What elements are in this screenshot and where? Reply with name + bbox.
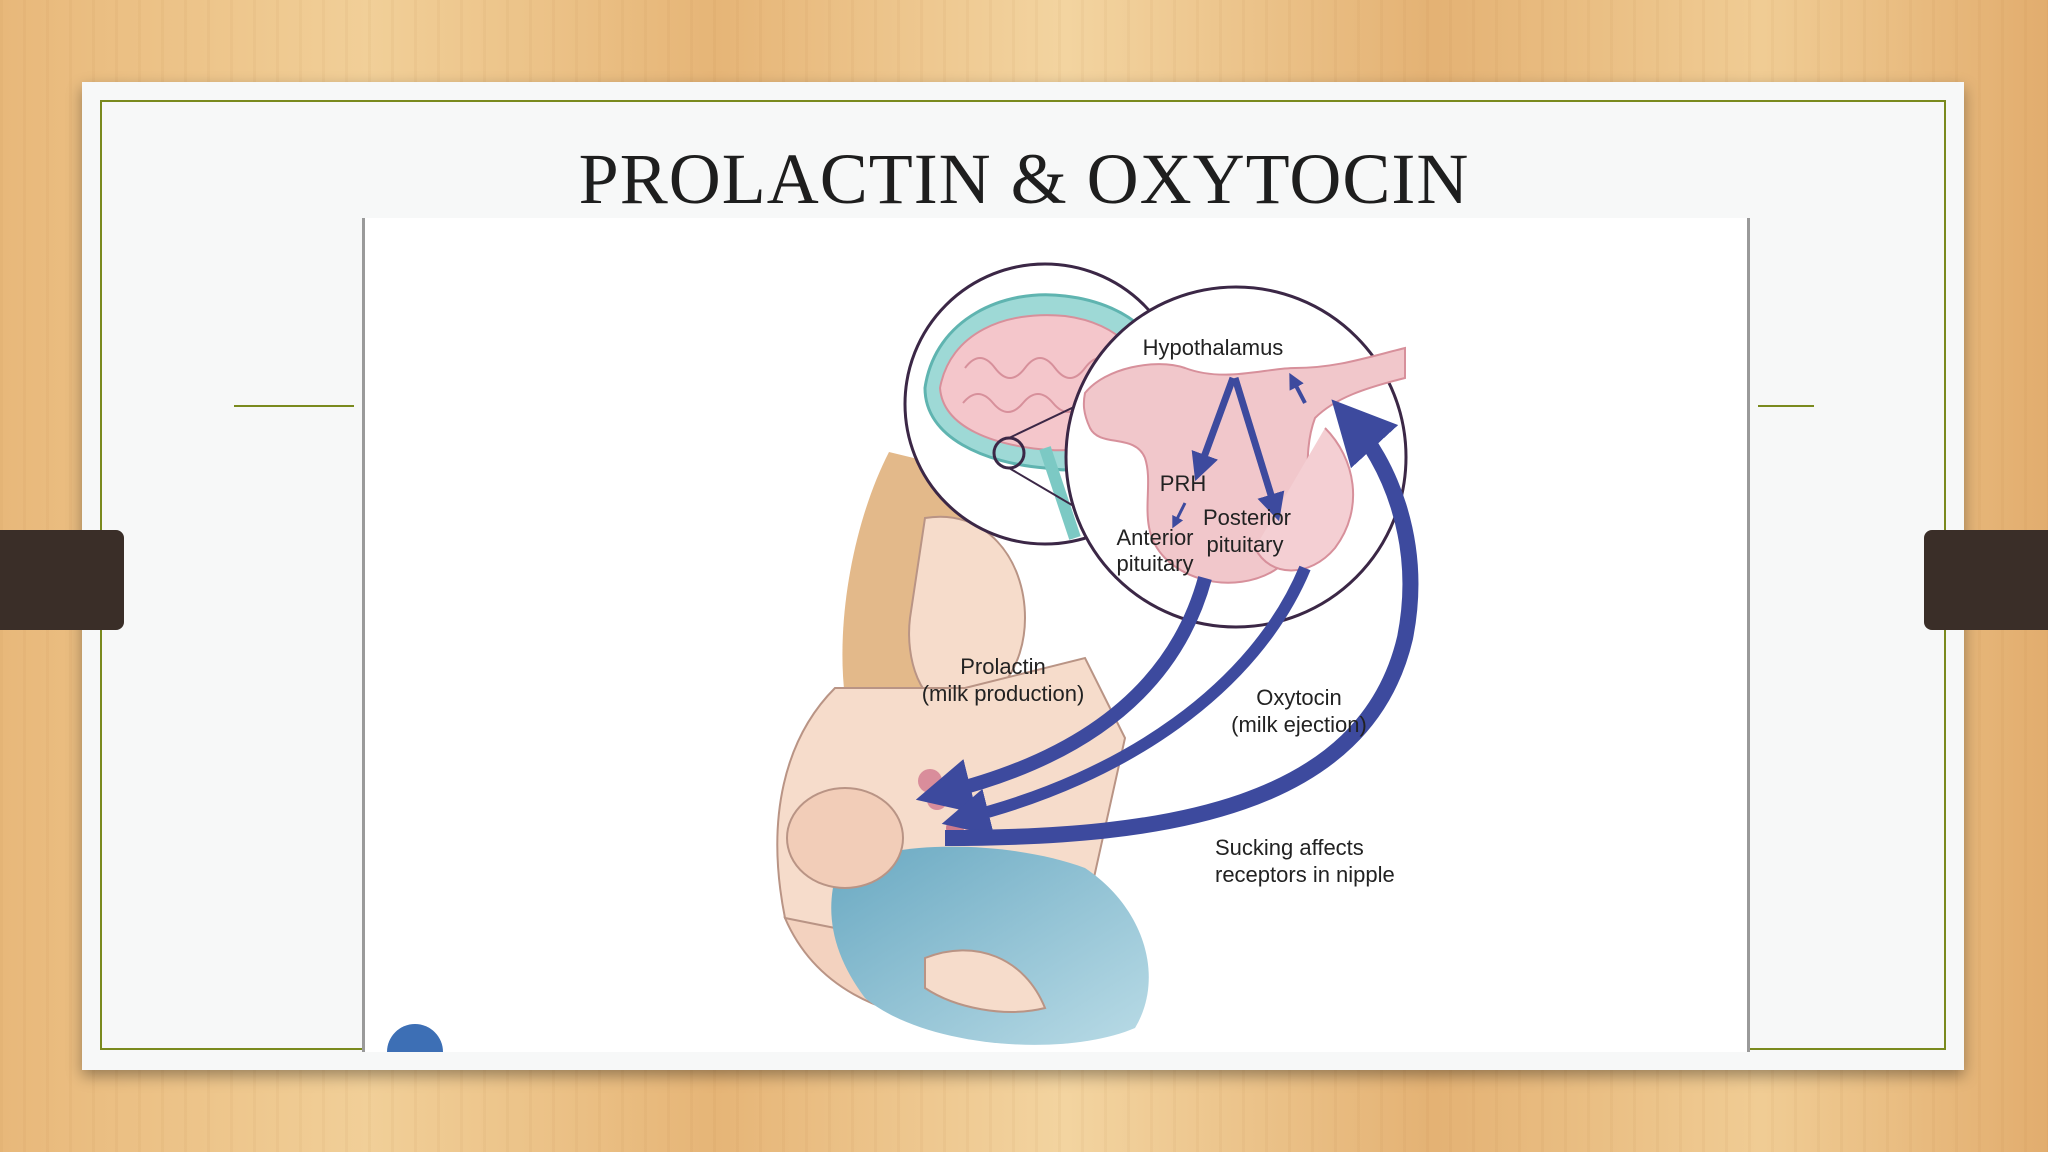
label-sucking-1: Sucking affects [1215,835,1364,860]
left-accent-line [234,405,354,407]
left-binder-tab [0,530,124,630]
label-posterior-2: pituitary [1206,532,1283,557]
label-posterior-1: Posterior [1203,505,1291,530]
hormone-diagram: Hypothalamus PRH Anterior pituitary Post… [387,262,1419,1052]
mother-hand [924,949,1047,1013]
corner-badge [387,1024,443,1052]
label-anterior-1: Anterior [1116,525,1193,550]
label-prh: PRH [1160,471,1206,496]
baby-figure [786,787,1149,1045]
right-accent-line [1758,405,1814,407]
label-hypothalamus: Hypothalamus [1143,335,1284,360]
label-oxytocin-1: Oxytocin [1256,685,1342,710]
label-anterior-2: pituitary [1116,551,1193,576]
baby-head [786,787,904,889]
right-binder-tab [1924,530,2048,630]
label-sucking-2: receptors in nipple [1215,862,1395,887]
diagram-panel: Hypothalamus PRH Anterior pituitary Post… [362,218,1750,1052]
pituitary-inset [1064,285,1408,629]
label-prolactin-2: (milk production) [922,681,1085,706]
label-oxytocin-2: (milk ejection) [1231,712,1367,737]
baby-blanket [831,846,1149,1045]
label-prolactin-1: Prolactin [960,654,1046,679]
slide-title: PROLACTIN & OXYTOCIN [578,139,1470,219]
hormone-arrows [915,399,1419,846]
hypothalamus-arrows [1172,372,1307,529]
